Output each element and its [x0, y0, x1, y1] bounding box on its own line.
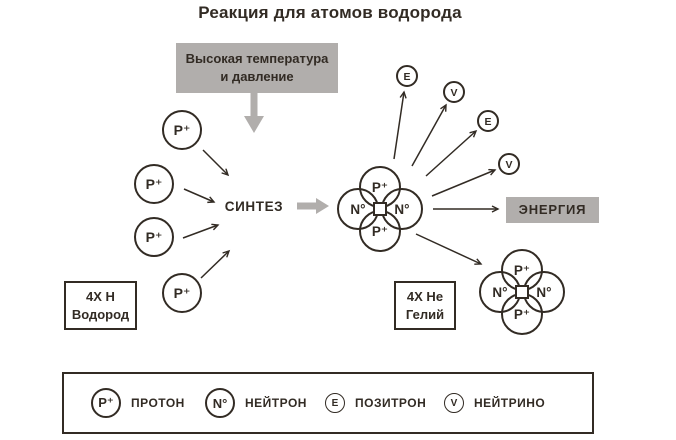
neutron-symbol: N°	[350, 202, 365, 217]
energy-label: ЭНЕРГИЯ	[518, 201, 587, 217]
positron-symbol: E	[484, 116, 491, 128]
neutron-symbol: N°	[492, 285, 507, 300]
positron-icon: E	[325, 393, 345, 413]
helium-nucleus: P⁺ N° N° P⁺	[337, 166, 423, 252]
proton-symbol: P⁺	[372, 224, 388, 239]
proton-circle	[134, 217, 174, 257]
neutrino-circle	[498, 153, 520, 175]
legend-item-neutron: N° НЕЙТРОН	[205, 388, 307, 418]
proton-symbol: P⁺	[146, 176, 163, 192]
positron-symbol: E	[403, 71, 410, 83]
legend-item-neutrino: V НЕЙТРИНО	[444, 393, 545, 413]
proton-circle	[162, 273, 202, 313]
nucleus-bond-square	[373, 202, 387, 216]
helium-line2: Гелий	[405, 306, 445, 322]
neutrino-icon: V	[444, 393, 464, 413]
arrow	[425, 131, 476, 177]
legend-label-positron: ПОЗИТРОН	[355, 396, 427, 410]
arrow	[202, 149, 228, 175]
condition-line1: Высокая температура	[185, 50, 329, 66]
neutrino-particle: V	[498, 153, 520, 175]
arrow	[411, 105, 446, 167]
positron-circle	[396, 65, 418, 87]
legend-label-neutron: НЕЙТРОН	[245, 396, 307, 410]
helium-line1: 4X He	[406, 288, 444, 304]
legend-item-proton: P⁺ ПРОТОН	[91, 388, 185, 418]
hydrogen-line2: Водород	[71, 306, 130, 322]
proton-symbol: P⁺	[146, 229, 163, 245]
nucleus-bond-square	[515, 285, 529, 299]
arrow	[415, 233, 481, 264]
arrow	[182, 225, 218, 239]
arrow	[183, 188, 214, 202]
legend-label-proton: ПРОТОН	[131, 396, 185, 410]
synthesis-label: СИНТЕЗ	[224, 199, 284, 214]
neutrino-symbol: V	[450, 87, 457, 99]
proton-particle: P⁺	[162, 273, 202, 313]
energy-box: ЭНЕРГИЯ	[506, 197, 599, 223]
neutrino-symbol: V	[505, 159, 512, 171]
neutron-symbol: N°	[394, 202, 409, 217]
hydrogen-label-box: 4X H Водород	[64, 281, 137, 330]
input-arrows	[182, 149, 229, 279]
legend-item-positron: E ПОЗИТРОН	[325, 393, 426, 413]
proton-symbol: P⁺	[514, 307, 530, 322]
arrow	[431, 170, 495, 197]
proton-circle	[162, 110, 202, 150]
synthesis-right-arrow	[297, 198, 329, 214]
proton-symbol: P⁺	[174, 285, 191, 301]
condition-box: Высокая температура и давление	[176, 43, 338, 93]
helium-label-box: 4X He Гелий	[394, 281, 456, 330]
proton-particle: P⁺	[162, 110, 202, 150]
proton-symbol: P⁺	[174, 122, 191, 138]
neutron-symbol: N°	[536, 285, 551, 300]
neutrino-particle: V	[443, 81, 465, 103]
arrow	[200, 251, 229, 279]
positron-particle: E	[396, 65, 418, 87]
legend-label-neutrino: НЕЙТРИНО	[474, 396, 546, 410]
proton-circle	[134, 164, 174, 204]
hydrogen-line1: 4X H	[86, 288, 115, 304]
positron-particle: E	[477, 110, 499, 132]
proton-symbol: P⁺	[372, 180, 388, 195]
page-title: Реакция для атомов водорода	[198, 3, 462, 22]
pressure-down-arrow	[244, 93, 264, 133]
condition-line2: и давление	[220, 69, 294, 84]
helium-nucleus: P⁺ N° N° P⁺	[479, 249, 565, 335]
neutrino-circle	[443, 81, 465, 103]
proton-icon: P⁺	[91, 388, 121, 418]
neutron-icon: N°	[205, 388, 235, 418]
proton-symbol: P⁺	[514, 263, 530, 278]
positron-circle	[477, 110, 499, 132]
proton-particle: P⁺	[134, 217, 174, 257]
output-arrows	[393, 92, 498, 264]
arrow	[393, 92, 404, 160]
proton-particle: P⁺	[134, 164, 174, 204]
legend-box: P⁺ ПРОТОН N° НЕЙТРОН E ПОЗИТРОН V НЕЙТРИ…	[62, 372, 594, 434]
